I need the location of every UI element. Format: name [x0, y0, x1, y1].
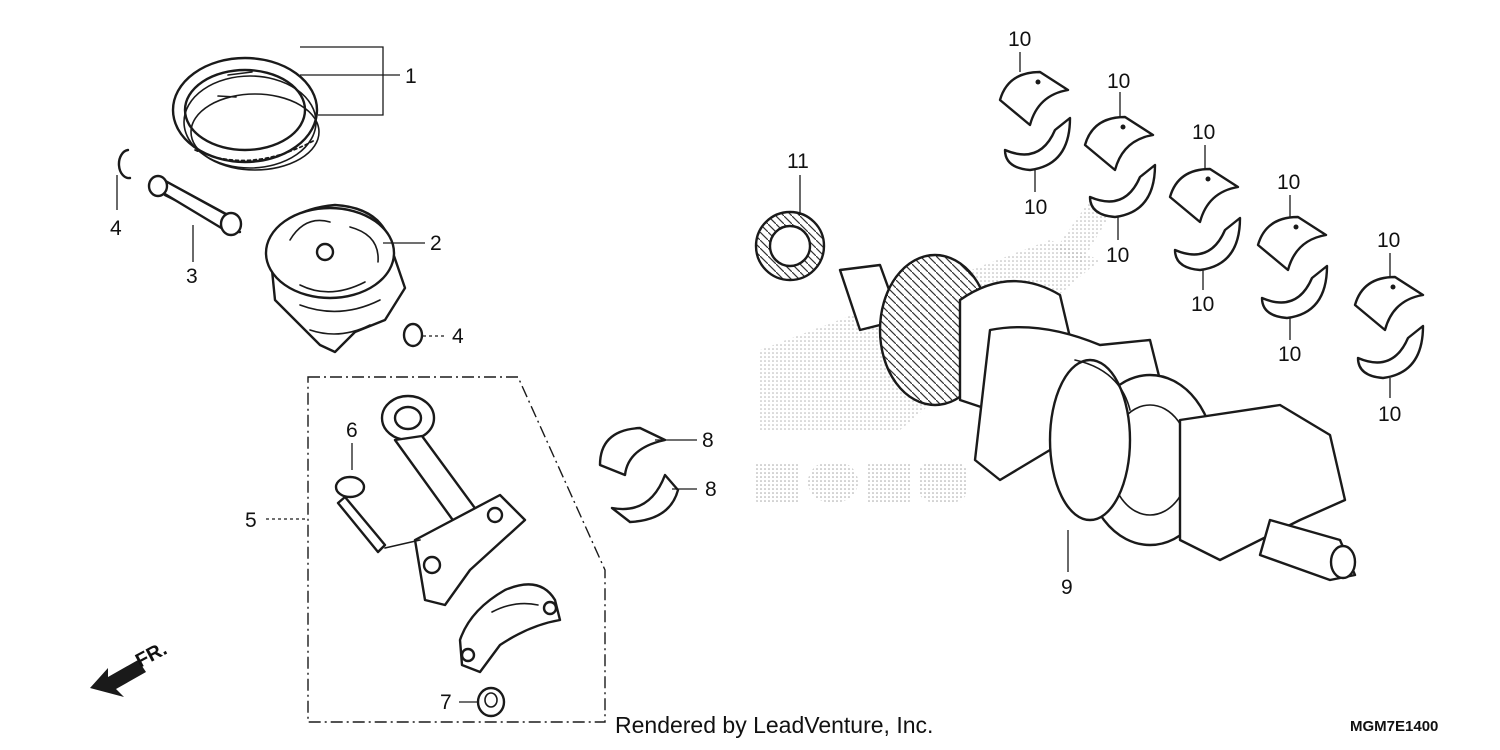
callout-6: 6	[346, 419, 358, 442]
main-bearing-lower	[1260, 264, 1329, 320]
callout-10: 10	[1107, 70, 1130, 93]
callout-10: 10	[1278, 343, 1301, 366]
callout-7: 7	[440, 691, 452, 714]
main-bearing-upper	[1168, 167, 1240, 224]
main-bearing-lower	[1173, 216, 1242, 272]
callout-10: 10	[1191, 293, 1214, 316]
connecting-rod-assembly-frame	[307, 376, 606, 723]
callout-8: 8	[702, 429, 714, 452]
callout-10: 10	[1378, 403, 1401, 426]
callout-4: 4	[110, 217, 122, 240]
callout-3: 3	[186, 265, 198, 288]
piston-rings	[171, 56, 320, 171]
connecting-rod-bolt	[334, 475, 421, 554]
callout-11: 11	[787, 150, 809, 173]
arrow-front-icon	[90, 660, 146, 697]
crankshaft	[838, 253, 1357, 582]
diagram-code: MGM7E1400	[1350, 718, 1438, 735]
main-bearing-upper	[1256, 215, 1328, 272]
main-bearing-upper	[998, 70, 1070, 127]
render-credit: Rendered by LeadVenture, Inc.	[615, 712, 933, 738]
piston-pin-clip	[117, 148, 132, 180]
main-bearing-upper	[1353, 275, 1425, 332]
callout-10: 10	[1377, 229, 1400, 252]
piston	[264, 203, 407, 354]
callout-5: 5	[245, 509, 257, 532]
crankpin-bearing-upper	[598, 426, 667, 477]
connecting-rod	[380, 394, 527, 607]
main-bearing-lower	[1088, 163, 1157, 219]
leader-lines	[116, 46, 1391, 703]
crankpin-bearing-lower	[610, 473, 680, 524]
callout-9: 9	[1061, 576, 1073, 599]
callout-10: 10	[1008, 28, 1031, 51]
connecting-rod-cap	[458, 583, 562, 674]
piston-pin	[147, 174, 243, 237]
piston-pin-clip	[402, 322, 424, 348]
main-bearing-upper	[1083, 115, 1155, 172]
crankshaft-gear	[754, 210, 826, 282]
callout-8: 8	[705, 478, 717, 501]
callout-10: 10	[1024, 196, 1047, 219]
main-bearing-lower	[1356, 324, 1425, 380]
connecting-rod-nut	[476, 686, 506, 718]
callout-10: 10	[1106, 244, 1129, 267]
main-bearing-lower	[1003, 116, 1072, 172]
callout-1: 1	[405, 65, 417, 88]
callout-4: 4	[452, 325, 464, 348]
callout-10: 10	[1192, 121, 1215, 144]
callout-2: 2	[430, 232, 442, 255]
callout-10: 10	[1277, 171, 1300, 194]
